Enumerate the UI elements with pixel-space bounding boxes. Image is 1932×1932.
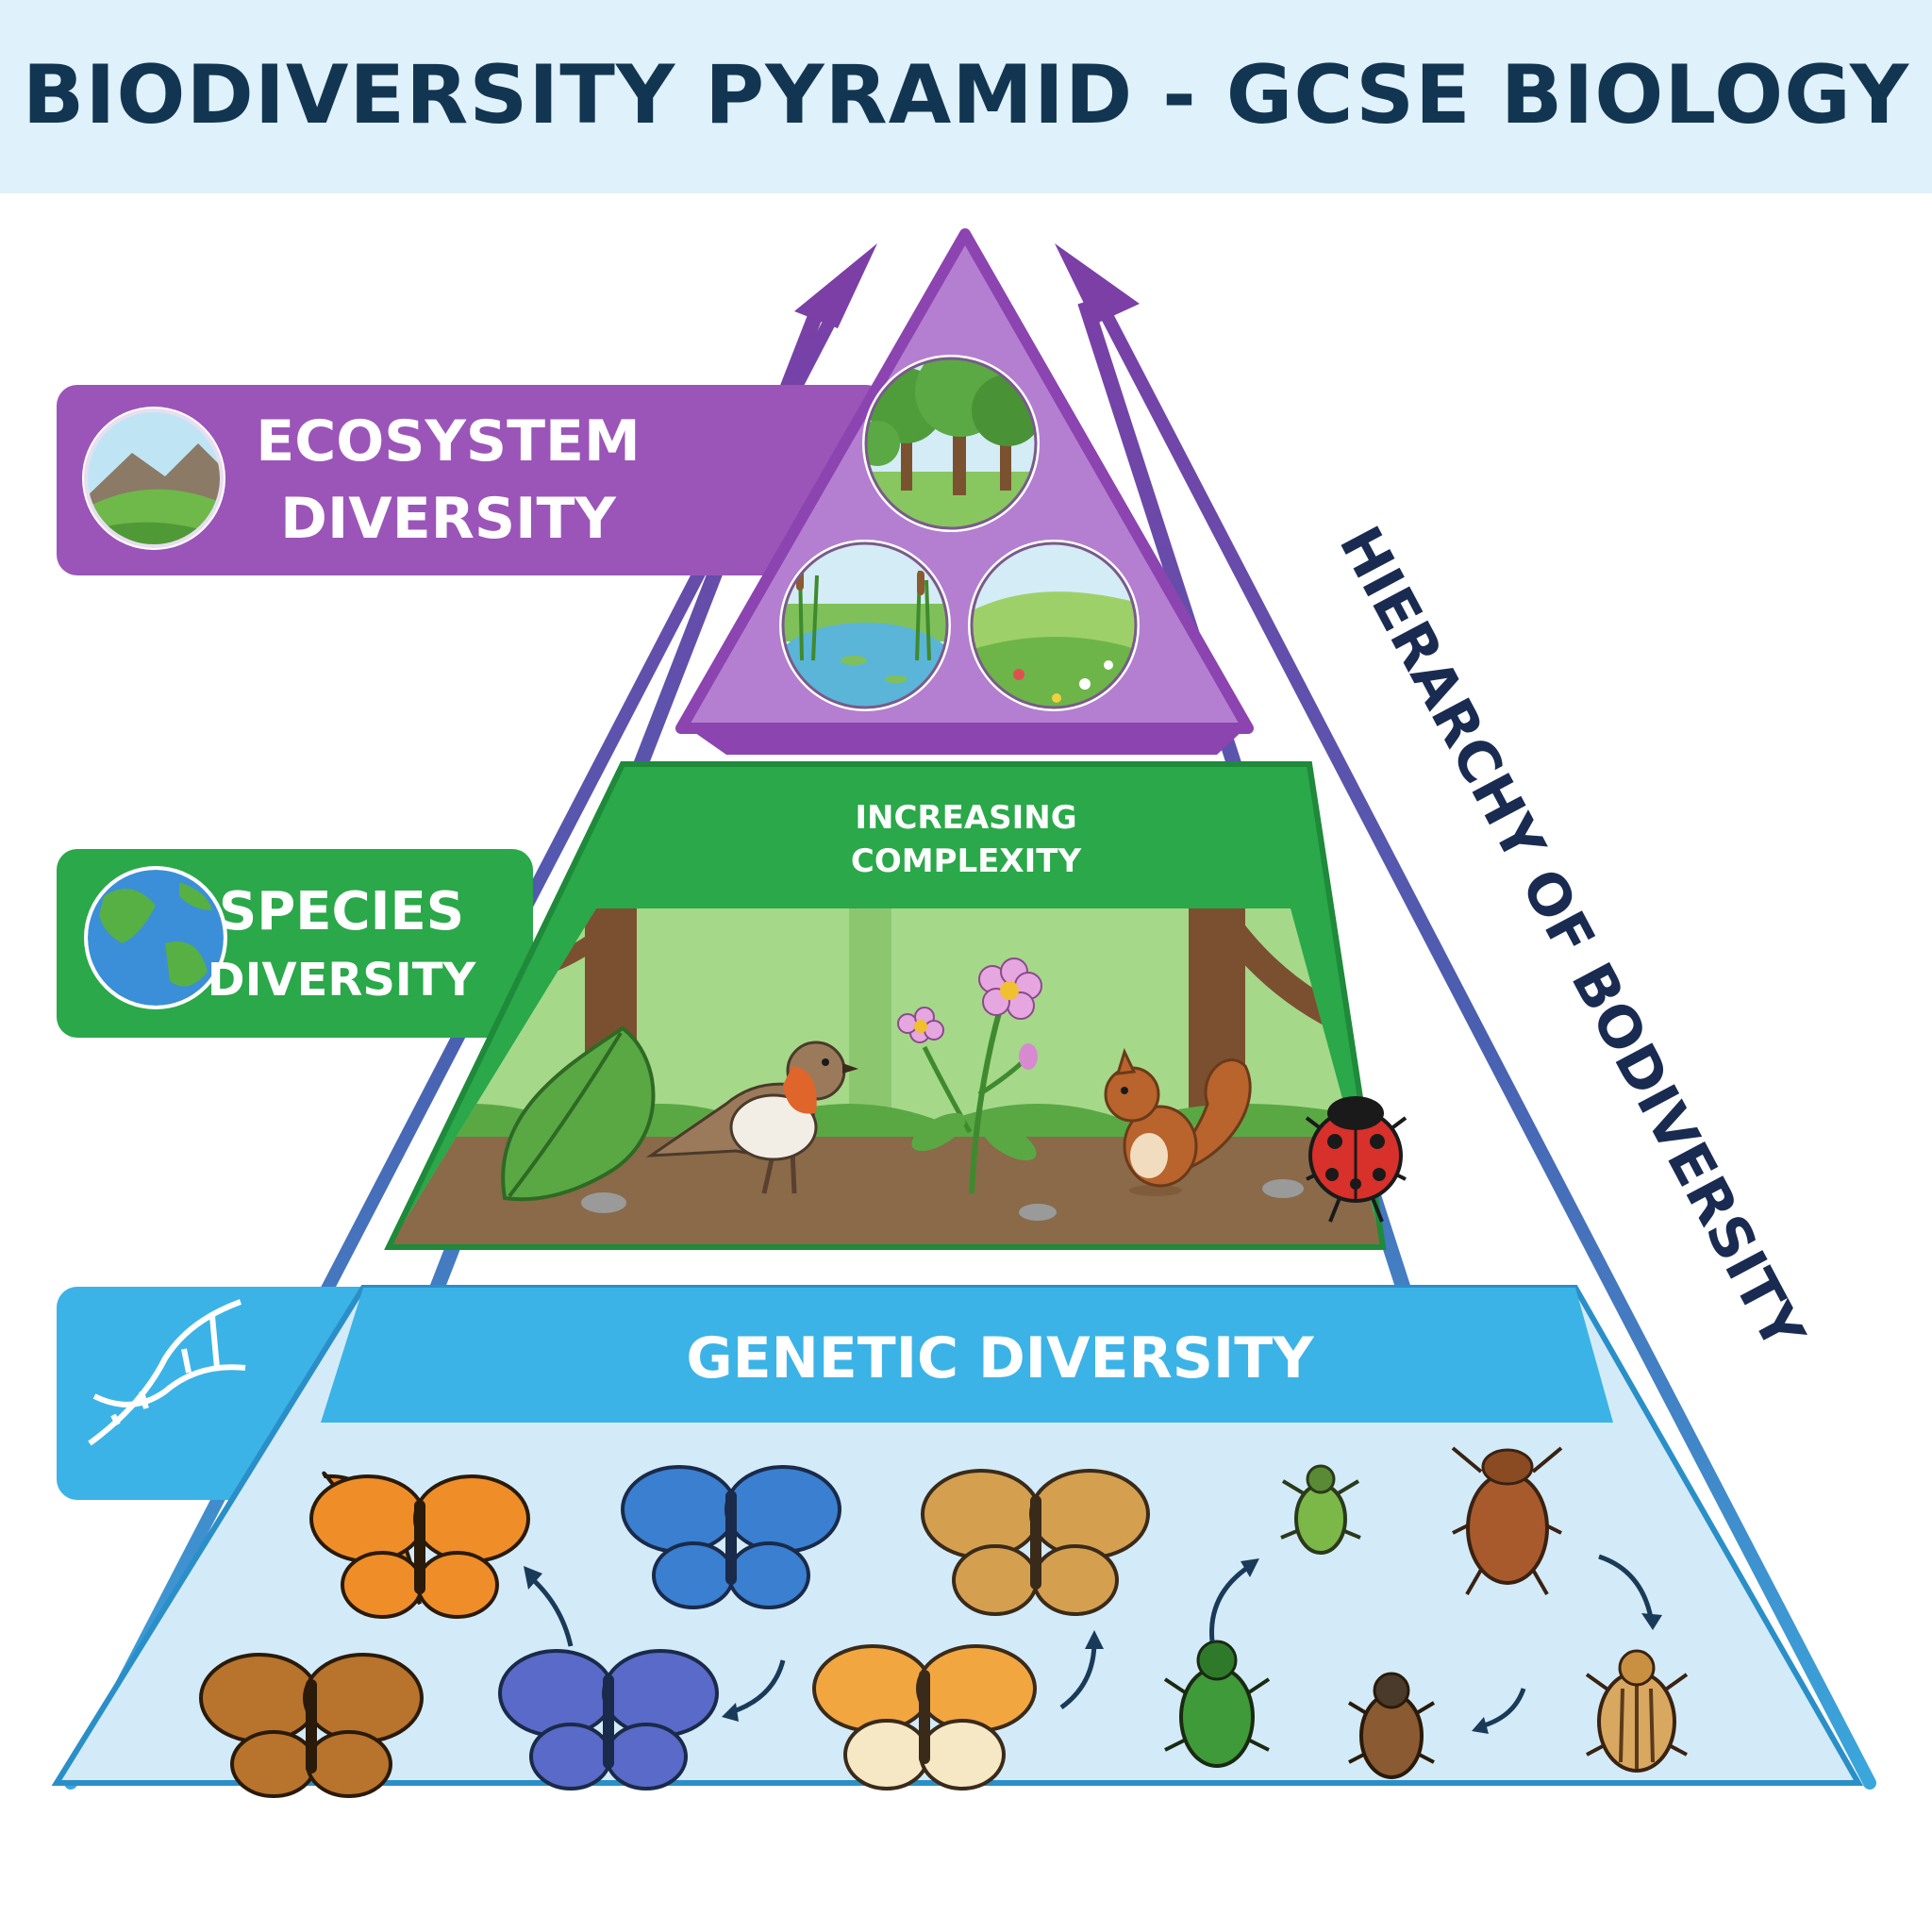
squirrel-icon <box>1104 1047 1252 1196</box>
butterfly-icon <box>199 1653 424 1798</box>
genetic-level: GENETIC DIVERSITY <box>51 1285 1864 1798</box>
ecosystem-level: ECOSYSTEM DIVERSITY <box>57 228 1254 755</box>
species-label-line1: SPECIES <box>219 881 464 942</box>
arrowhead-right-icon <box>1055 243 1140 325</box>
hierarchy-side-label: HIERARCHY OF BODIVERSITY <box>1326 516 1818 1361</box>
pond-habitat-icon <box>779 540 951 711</box>
beetle-icon <box>1347 1672 1436 1779</box>
arrowhead-left-icon <box>794 243 877 328</box>
butterfly-icon <box>498 1649 719 1790</box>
dna-icon <box>88 1299 246 1446</box>
robin-icon <box>645 1041 858 1194</box>
meadow-habitat-icon <box>968 540 1140 711</box>
species-level: SPECIES DIVERSITY INCREASING COMPLEXITY <box>57 761 1407 1250</box>
complexity-label-line1: INCREASING <box>855 799 1076 837</box>
butterfly-icon <box>621 1465 841 1609</box>
beetle-icon <box>1163 1640 1271 1768</box>
complexity-label-line2: COMPLEXITY <box>851 842 1082 880</box>
butterfly-icon <box>921 1469 1150 1616</box>
genetic-label: GENETIC DIVERSITY <box>686 1325 1315 1391</box>
ecosystem-label-line1: ECOSYSTEM <box>256 408 641 475</box>
beetle-icon <box>1280 1464 1361 1555</box>
ecosystem-label-line2: DIVERSITY <box>280 486 617 552</box>
variation-arrows <box>526 1554 1654 1729</box>
species-label-line2: DIVERSITY <box>208 954 477 1007</box>
oak-leaf-icon <box>501 1025 656 1202</box>
page-title: BIODIVERSITY PYRAMID - GCSE BIOLOGY <box>22 48 1910 142</box>
beetle-icon <box>1451 1446 1563 1595</box>
landscape-icon <box>82 407 225 550</box>
ladybird-icon <box>1305 1096 1407 1223</box>
globe-icon <box>84 866 227 1009</box>
butterfly-icon <box>309 1471 530 1619</box>
header-banner <box>0 0 1932 193</box>
beetle-icon <box>1585 1649 1689 1773</box>
butterfly-icon <box>812 1644 1037 1790</box>
ecosystem-label-box <box>57 385 887 575</box>
flowering-plant-icon <box>897 958 1042 1194</box>
